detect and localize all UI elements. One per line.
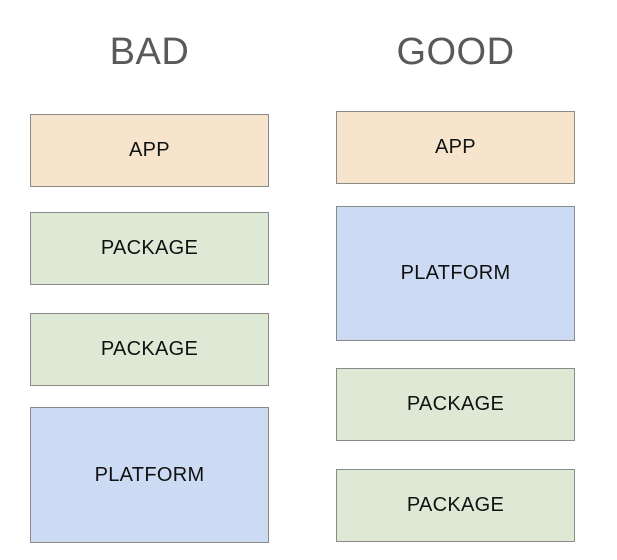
good-platform-label: PLATFORM [400, 262, 511, 284]
bad-package-label-1: PACKAGE [100, 237, 199, 259]
bad-package-box-1: PACKAGE [30, 212, 269, 285]
good-package-box-2: PACKAGE [336, 469, 575, 542]
good-package-label-2: PACKAGE [406, 494, 505, 516]
good-app-label: APP [435, 136, 476, 158]
bad-package-label-2: PACKAGE [100, 338, 199, 360]
bad-app-label: APP [129, 139, 170, 161]
bad-heading: BAD [109, 31, 190, 73]
good-platform-box: PLATFORM [336, 206, 575, 341]
good-package-box-1: PACKAGE [336, 368, 575, 441]
good-package-label-1: PACKAGE [406, 393, 505, 415]
bad-package-box-2: PACKAGE [30, 313, 269, 386]
bad-platform-label: PLATFORM [94, 463, 205, 486]
bad-app-box: APP [30, 114, 269, 187]
good-heading: GOOD [396, 31, 515, 73]
good-app-box: APP [336, 111, 575, 184]
bad-platform-box: PLATFORM [30, 407, 269, 543]
